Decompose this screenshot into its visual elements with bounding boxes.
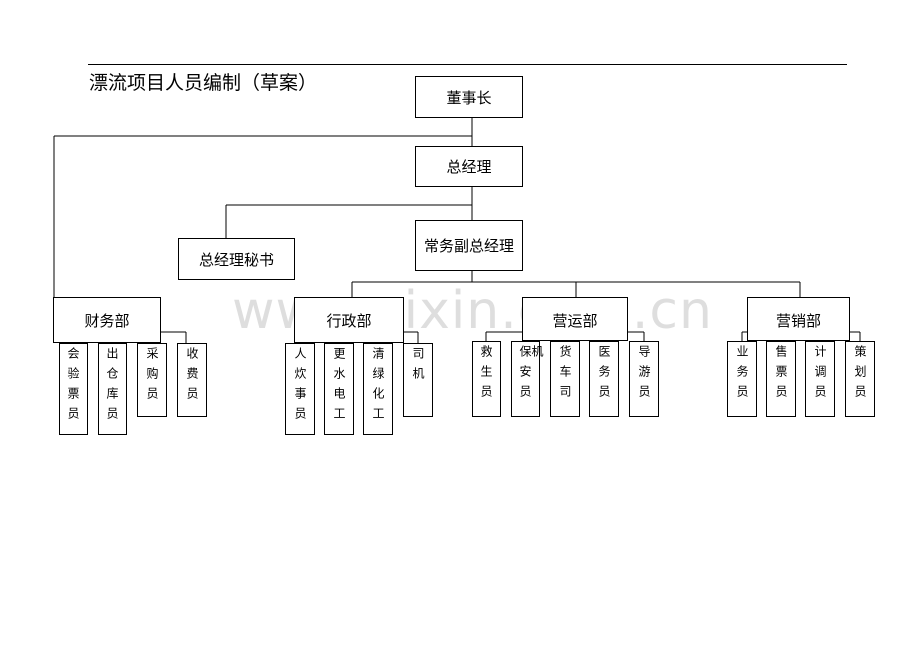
staff-box: 导游员 [629,341,659,417]
staff-box: 人炊事员 [285,343,315,435]
dept-operations-label: 营运部 [552,312,598,330]
staff-box: 司机 [403,343,433,417]
dept-marketing: 营销部 [747,297,850,341]
dept-admin: 行政部 [294,297,404,343]
staff-box: 出仓库员 [98,343,127,435]
dept-finance: 财务部 [53,297,161,343]
staff-box: 更水电工 [324,343,354,435]
staff-box: 医务员 [589,341,619,417]
staff-box: 采购员 [137,343,167,417]
gm-secretary-box: 总经理秘书 [178,238,295,280]
dept-finance-label: 财务部 [84,312,130,330]
dept-marketing-label: 营销部 [775,312,821,330]
staff-box: 货车司机 [530,341,580,417]
general-manager-box: 总经理 [415,146,523,187]
dept-admin-label: 行政部 [326,312,372,330]
staff-box: 会验票员 [59,343,88,435]
document-title: 漂流项目人员编制（草案） [89,72,318,94]
dept-operations: 营运部 [522,297,628,341]
staff-box: 售票员 [766,341,796,417]
deputy-gm-box: 常务副总经理 [415,220,523,271]
staff-box: 救生员 [472,341,501,417]
staff-box: 收费员 [177,343,207,417]
header-rule [88,64,847,65]
staff-box: 计调员 [805,341,835,417]
staff-box: 保安员 [511,341,540,417]
staff-box: 业务员 [727,341,757,417]
chairman-box: 董事长 [415,76,523,118]
staff-box: 策划员 [845,341,875,417]
staff-box: 清绿化工 [363,343,393,435]
